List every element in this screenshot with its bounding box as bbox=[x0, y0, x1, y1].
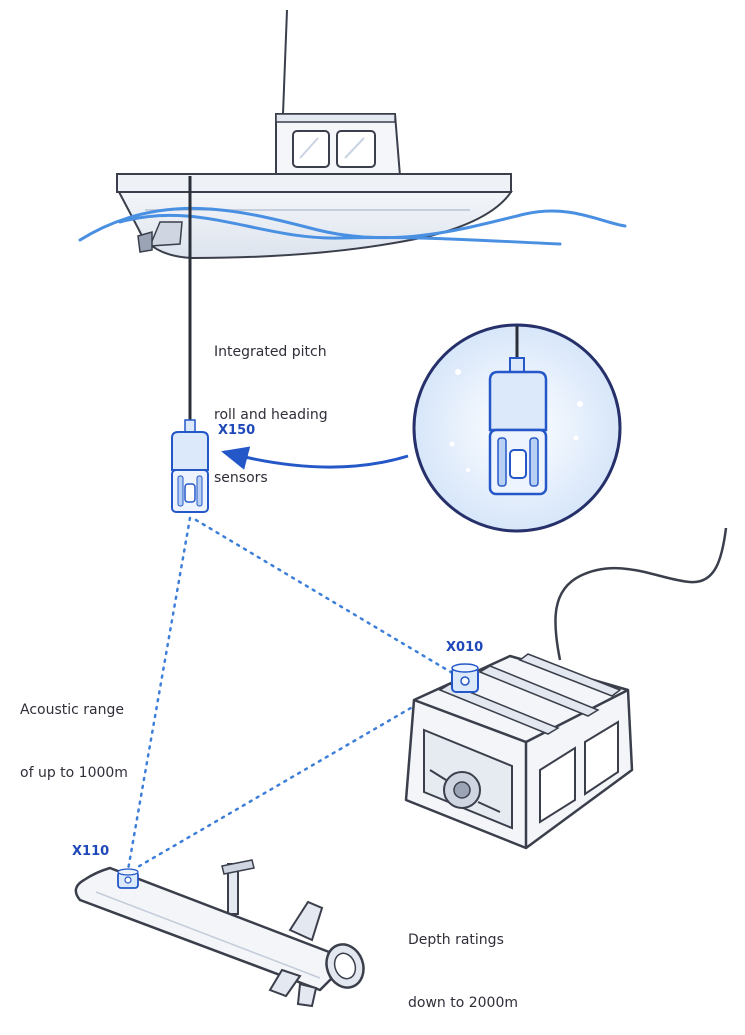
device-label-x150: X150 bbox=[218, 423, 256, 438]
rov-icon bbox=[404, 527, 728, 850]
transponder-x110-icon bbox=[117, 868, 139, 889]
transceiver-x150-icon bbox=[171, 419, 209, 513]
tether-icon bbox=[554, 527, 728, 661]
device-label-x010: X010 bbox=[446, 640, 484, 655]
sensors-label-line-1: Integrated pitch bbox=[214, 344, 327, 360]
pointer-arrow-icon bbox=[221, 446, 409, 470]
transponder-x010-icon bbox=[451, 663, 479, 693]
range-label: Acoustic range of up to 1000m bbox=[20, 658, 128, 805]
auv-icon bbox=[74, 859, 365, 1008]
zoom-inset-icon bbox=[412, 323, 622, 533]
sensors-label-line-2: roll and heading bbox=[214, 407, 328, 423]
range-label-line-1: Acoustic range bbox=[20, 702, 124, 718]
sensors-label: Integrated pitch roll and heading sensor… bbox=[214, 300, 328, 510]
water-waves-icon bbox=[78, 207, 627, 246]
boat-icon bbox=[116, 9, 513, 260]
depth-label-line-1: Depth ratings bbox=[408, 932, 504, 948]
depth-label-line-2: down to 2000m bbox=[408, 995, 518, 1011]
acoustic-link-lines bbox=[126, 516, 456, 872]
range-label-line-2: of up to 1000m bbox=[20, 765, 128, 781]
device-label-x110: X110 bbox=[72, 844, 110, 859]
depth-label: Depth ratings down to 2000m bbox=[408, 888, 518, 1035]
sensors-label-line-3: sensors bbox=[214, 470, 268, 486]
